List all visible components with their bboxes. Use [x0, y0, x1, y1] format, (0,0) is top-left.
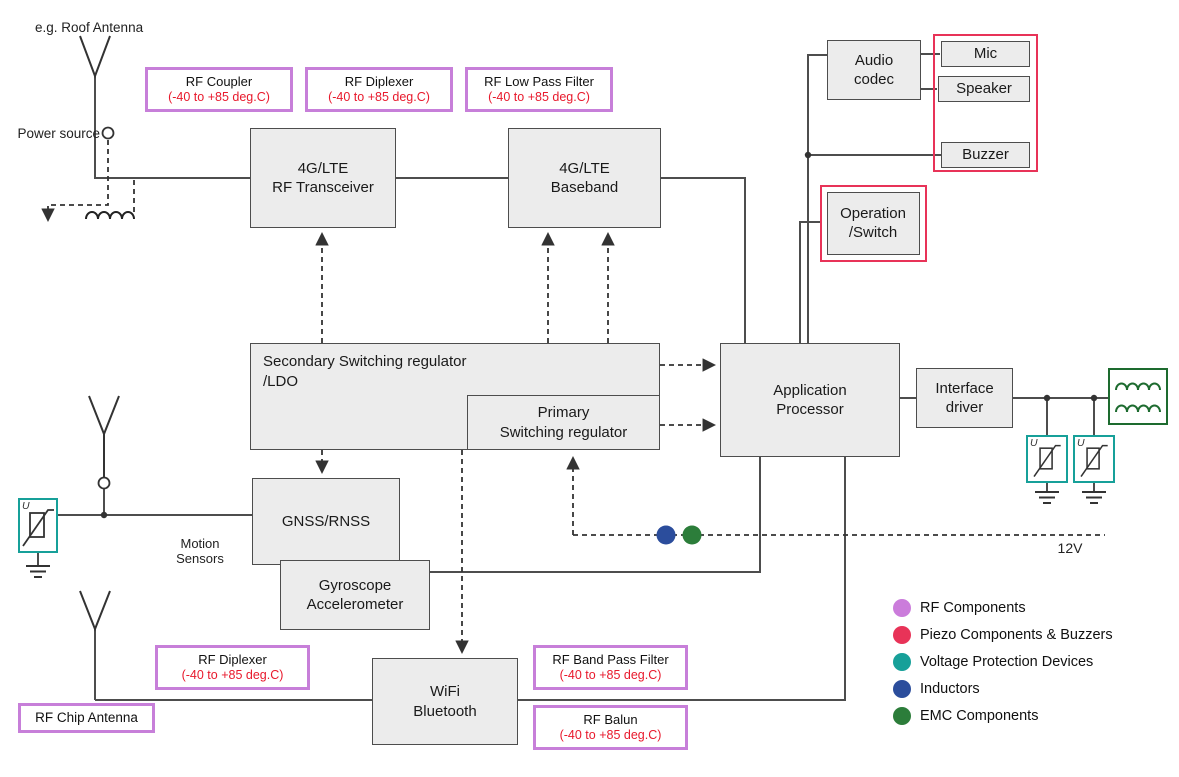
legend-swatch-protection — [893, 652, 911, 671]
power-source-circle — [101, 126, 115, 140]
block-application-processor: Application Processor — [720, 343, 900, 457]
legend-label-emc: EMC Components — [920, 707, 1039, 724]
legend-swatch-piezo — [893, 625, 911, 644]
legend: RF Components Piezo Components & Buzzers… — [893, 598, 1113, 725]
rf-low-pass-filter-temp: (-40 to +85 deg.C) — [488, 89, 590, 104]
block-gyroscope: Gyroscope Accelerometer — [280, 560, 430, 630]
block-gnss: GNSS/RNSS — [252, 478, 400, 565]
block-mic: Mic — [941, 41, 1030, 67]
rf-balun-temp: (-40 to +85 deg.C) — [559, 727, 662, 742]
rf-balun-box: RF Balun (-40 to +85 deg.C) — [533, 705, 688, 750]
gnss-antenna-icon — [88, 395, 120, 477]
rf-diplexer-top-temp: (-40 to +85 deg.C) — [328, 89, 430, 104]
wifi-antenna-icon — [79, 590, 111, 632]
block-baseband: 4G/LTE Baseband — [508, 128, 661, 228]
varistor-u-label: U — [1077, 437, 1085, 449]
rf-band-pass-filter-temp: (-40 to +85 deg.C) — [559, 667, 662, 682]
power-inductor-icon — [85, 211, 135, 220]
piezo-components-frame — [933, 34, 1038, 172]
legend-label-piezo: Piezo Components & Buzzers — [920, 626, 1113, 643]
varistor-icon — [1033, 444, 1061, 478]
supply-12v-label: 12V — [1057, 540, 1083, 556]
rf-band-pass-filter-label: RF Band Pass Filter — [552, 651, 669, 667]
legend-swatch-emc — [893, 706, 911, 725]
motion-sensors-label: Motion Sensors — [176, 536, 224, 566]
inductor-dot — [656, 525, 676, 545]
block-interface-driver: Interface driver — [916, 368, 1013, 428]
varistor-box-right1: U — [1026, 435, 1068, 483]
power-feed-dashed — [41, 140, 109, 223]
varistor-box-left: U — [18, 498, 58, 553]
block-buzzer: Buzzer — [941, 142, 1030, 168]
legend-swatch-inductors — [893, 679, 911, 698]
rf-coupler-temp: (-40 to +85 deg.C) — [168, 89, 270, 104]
rf-diplexer-bottom-temp: (-40 to +85 deg.C) — [181, 667, 284, 682]
legend-item-rf: RF Components — [893, 598, 1113, 617]
legend-label-inductors: Inductors — [920, 680, 980, 697]
rf-low-pass-filter-label: RF Low Pass Filter — [484, 73, 594, 89]
rf-chip-antenna-label: RF Chip Antenna — [35, 709, 138, 725]
legend-label-protection: Voltage Protection Devices — [920, 653, 1094, 670]
rf-chip-antenna-box: RF Chip Antenna — [18, 703, 155, 733]
legend-item-emc: EMC Components — [893, 706, 1113, 725]
emc-dot — [682, 525, 702, 545]
legend-item-inductors: Inductors — [893, 679, 1113, 698]
rf-balun-label: RF Balun — [583, 711, 638, 727]
roof-antenna-note: e.g. Roof Antenna — [35, 20, 144, 35]
emc-filter-box — [1108, 368, 1168, 425]
varistor-box-right2: U — [1073, 435, 1115, 483]
rf-coupler-box: RF Coupler (-40 to +85 deg.C) — [145, 67, 293, 112]
rf-diplexer-top-box: RF Diplexer (-40 to +85 deg.C) — [305, 67, 453, 112]
block-operation-switch: Operation /Switch — [826, 191, 920, 255]
legend-item-protection: Voltage Protection Devices — [893, 652, 1113, 671]
junction-dots — [100, 151, 1098, 519]
ground-icon-right2 — [1082, 491, 1106, 504]
rf-low-pass-filter-box: RF Low Pass Filter (-40 to +85 deg.C) — [465, 67, 613, 112]
rf-diplexer-bottom-box: RF Diplexer (-40 to +85 deg.C) — [155, 645, 310, 690]
varistor-u-label: U — [22, 500, 30, 512]
legend-item-piezo: Piezo Components & Buzzers — [893, 625, 1113, 644]
block-primary-regulator: Primary Switching regulator — [467, 395, 660, 450]
legend-swatch-rf — [893, 598, 911, 617]
block-wifi-bluetooth: WiFi Bluetooth — [372, 658, 518, 745]
rf-diplexer-bottom-label: RF Diplexer — [198, 651, 267, 667]
block-rf-transceiver: 4G/LTE RF Transceiver — [250, 128, 396, 228]
rf-diplexer-top-label: RF Diplexer — [344, 73, 414, 89]
solid-wires — [37, 53, 1108, 701]
rf-coupler-label: RF Coupler — [185, 73, 253, 89]
varistor-icon — [1080, 444, 1108, 478]
roof-antenna-icon — [79, 35, 111, 79]
ground-icon-right1 — [1035, 491, 1059, 504]
ground-icon-left — [26, 565, 50, 578]
varistor-icon — [22, 509, 54, 547]
block-audio-codec: Audio codec — [827, 40, 921, 100]
power-source-label: Power source — [17, 126, 100, 141]
gnss-antenna-tap-circle — [97, 476, 111, 490]
block-speaker: Speaker — [938, 76, 1030, 102]
inductor-coil-icon — [1115, 382, 1161, 412]
operation-switch-frame: Operation /Switch — [820, 185, 927, 262]
legend-label-rf: RF Components — [920, 599, 1026, 616]
dashed-power-arrows — [315, 231, 1105, 655]
rf-band-pass-filter-box: RF Band Pass Filter (-40 to +85 deg.C) — [533, 645, 688, 690]
varistor-u-label: U — [1030, 437, 1038, 449]
